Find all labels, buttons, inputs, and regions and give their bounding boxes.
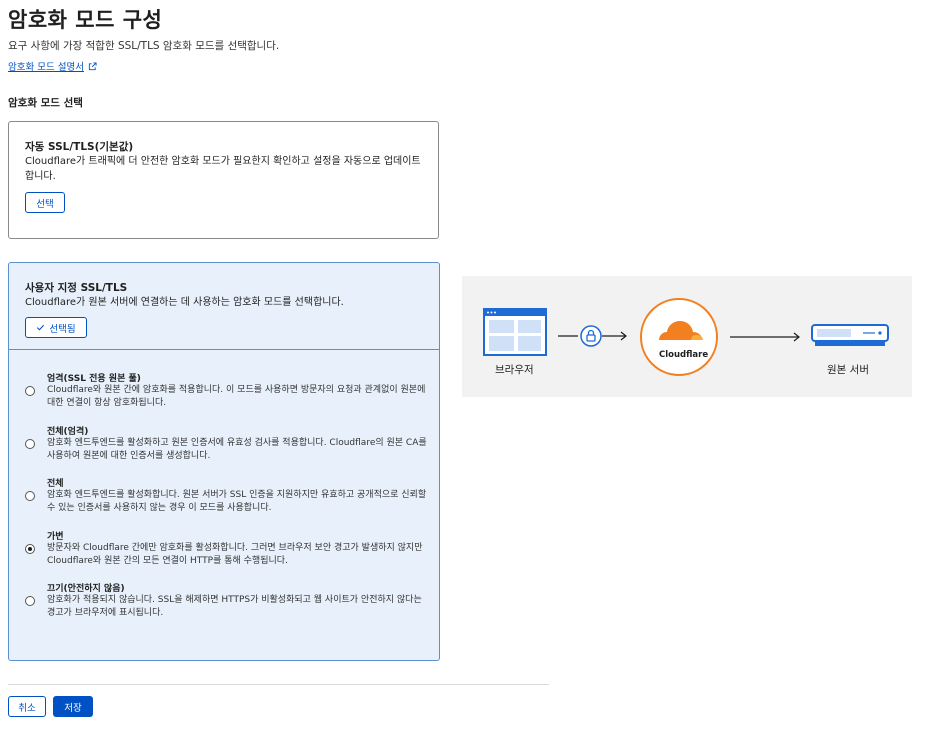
browser-label: 브라우저 (495, 364, 534, 376)
radio-full-strict[interactable] (25, 439, 35, 449)
check-icon (37, 324, 45, 331)
footer-divider (8, 684, 549, 685)
cloudflare-icon (640, 298, 718, 376)
auto-ssl-title: 자동 SSL/TLS(기본값) (25, 141, 134, 153)
option-description: 암호화 엔드투엔드를 활성화하고 원본 인증서에 유효성 검사를 적용합니다. … (47, 438, 427, 461)
connection-arrow (730, 332, 800, 342)
custom-ssl-selected-button[interactable]: 선택됨 (25, 317, 87, 338)
custom-card-divider (9, 349, 439, 350)
custom-ssl-selected-label: 선택됨 (49, 323, 76, 335)
page-subtitle: 요구 사항에 가장 적합한 SSL/TLS 암호화 모드를 선택합니다. (8, 40, 280, 52)
custom-ssl-card[interactable]: 사용자 지정 SSL/TLS Cloudflare가 원본 서버에 연결하는 데… (8, 262, 440, 661)
auto-ssl-description: Cloudflare가 트래픽에 더 안전한 암호화 모드가 필요한지 확인하고… (25, 156, 421, 182)
option-description: 암호화 엔드투엔드를 활성화합니다. 원본 서버가 SSL 인증을 지원하지만 … (47, 490, 427, 513)
browser-icon (483, 308, 547, 356)
origin-server-label: 원본 서버 (827, 364, 869, 376)
option-title: 엄격(SSL 전용 원본 풀) (47, 374, 141, 384)
custom-ssl-title: 사용자 지정 SSL/TLS (25, 282, 128, 294)
save-button[interactable]: 저장 (53, 696, 93, 717)
option-title: 전체(엄격) (47, 427, 89, 437)
custom-ssl-description: Cloudflare가 원본 서버에 연결하는 데 사용하는 암호화 모드를 선… (25, 297, 344, 308)
origin-server-icon (811, 324, 889, 346)
encryption-diagram: 브라우저 Cloudflare 원본 서버 (462, 276, 912, 397)
external-link-icon (88, 61, 97, 70)
doc-link-label: 암호화 모드 설명서 (8, 62, 84, 73)
lock-connection-arrow (558, 331, 627, 341)
radio-off[interactable] (25, 596, 35, 606)
auto-ssl-select-button[interactable]: 선택 (25, 192, 65, 213)
section-label: 암호화 모드 선택 (8, 97, 83, 109)
radio-full[interactable] (25, 491, 35, 501)
cancel-button[interactable]: 취소 (8, 696, 46, 717)
option-title: 가변 (47, 532, 64, 542)
option-description: Cloudflare와 원본 간에 암호화를 적용합니다. 이 모드를 사용하면… (47, 385, 426, 408)
auto-ssl-card[interactable]: 자동 SSL/TLS(기본값) Cloudflare가 트래픽에 더 안전한 암… (8, 121, 439, 239)
lock-icon (580, 325, 602, 347)
radio-flexible[interactable] (25, 544, 35, 554)
cloudflare-label: Cloudflare (659, 350, 709, 360)
option-description: 방문자와 Cloudflare 간에만 암호화를 활성화합니다. 그러면 브라우… (47, 543, 423, 566)
option-title: 전체 (47, 479, 64, 489)
option-title: 끄기(안전하지 않음) (47, 584, 125, 594)
radio-strict-origin-pull[interactable] (25, 386, 35, 396)
page-title: 암호화 모드 구성 (8, 8, 163, 32)
option-description: 암호화가 적용되지 않습니다. SSL을 해제하면 HTTPS가 비활성화되고 … (47, 595, 422, 618)
doc-link[interactable]: 암호화 모드 설명서 (8, 59, 97, 73)
